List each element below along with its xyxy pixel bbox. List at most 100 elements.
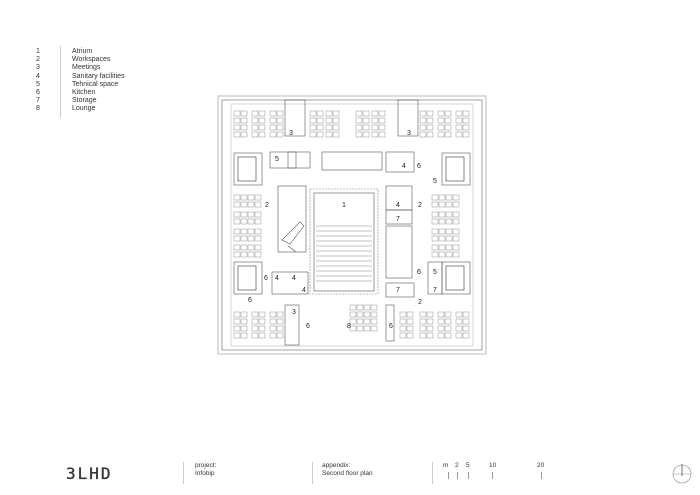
- logo-3lhd: 3LHD: [66, 464, 113, 483]
- footer-divider: [183, 462, 184, 484]
- legend-item: 8 Lounge: [36, 105, 125, 113]
- legend-label: Kitchen: [72, 89, 96, 97]
- desk: [437, 311, 445, 318]
- legend-label: Lounge: [72, 105, 96, 113]
- desk: [452, 251, 460, 258]
- scale-tick: [457, 472, 458, 479]
- desk: [269, 332, 277, 339]
- room-label: 3: [289, 130, 293, 137]
- desk: [269, 311, 277, 318]
- desk: [332, 131, 340, 138]
- desk: [455, 131, 463, 138]
- desk: [325, 110, 333, 117]
- desk: [445, 251, 453, 258]
- desk: [233, 244, 241, 251]
- desk: [247, 251, 255, 258]
- room-label: 6: [389, 323, 393, 330]
- desk: [233, 218, 241, 225]
- desk: [426, 318, 434, 325]
- desk: [309, 131, 317, 138]
- desk: [370, 325, 378, 332]
- legend-number: 7: [36, 97, 40, 105]
- desk: [438, 228, 446, 235]
- desk: [258, 110, 266, 117]
- desk: [247, 211, 255, 218]
- desk: [316, 131, 324, 138]
- plan-walls: [217, 95, 487, 355]
- desk: [445, 194, 453, 201]
- desk: [233, 110, 241, 117]
- room-label: 4: [302, 287, 306, 294]
- room-label: 4: [402, 163, 406, 170]
- desk: [452, 235, 460, 242]
- scale-label: 10: [489, 462, 497, 469]
- desk: [355, 131, 363, 138]
- legend-number: 2: [36, 56, 40, 64]
- desk: [378, 117, 386, 124]
- desk: [247, 194, 255, 201]
- desk: [332, 124, 340, 131]
- desk: [251, 131, 259, 138]
- room-label: 4: [275, 275, 279, 282]
- desk: [332, 117, 340, 124]
- room-label: 6: [248, 297, 252, 304]
- desk: [437, 117, 445, 124]
- desk: [437, 131, 445, 138]
- desk: [462, 117, 470, 124]
- room-label: 7: [396, 216, 400, 223]
- desk: [349, 325, 357, 332]
- scale-unit: m: [443, 462, 449, 469]
- desk: [356, 304, 364, 311]
- desk: [233, 325, 241, 332]
- room-label: 6: [264, 275, 268, 282]
- desk: [251, 311, 259, 318]
- scale-tick: [541, 472, 542, 479]
- desk: [431, 201, 439, 208]
- desk: [419, 325, 427, 332]
- desk: [445, 211, 453, 218]
- desk: [276, 311, 284, 318]
- desk: [445, 228, 453, 235]
- desk: [419, 117, 427, 124]
- scale-tick: [448, 472, 449, 479]
- desk: [233, 131, 241, 138]
- desk: [419, 110, 427, 117]
- room-label: 3: [407, 130, 411, 137]
- desk: [455, 325, 463, 332]
- desk: [258, 117, 266, 124]
- desk: [378, 131, 386, 138]
- desk: [356, 311, 364, 318]
- desk: [371, 124, 379, 131]
- desk: [455, 110, 463, 117]
- desk: [240, 194, 248, 201]
- desk: [240, 211, 248, 218]
- desk: [251, 325, 259, 332]
- room-label: 1: [342, 202, 346, 209]
- desk: [362, 117, 370, 124]
- desk: [269, 117, 277, 124]
- desk: [426, 117, 434, 124]
- desk: [233, 311, 241, 318]
- north-arrow-icon: [672, 464, 692, 484]
- legend-number: 8: [36, 105, 40, 113]
- desk: [431, 218, 439, 225]
- desk: [233, 211, 241, 218]
- desk: [378, 110, 386, 117]
- legend-number: 6: [36, 89, 40, 97]
- desk: [316, 124, 324, 131]
- desk: [309, 124, 317, 131]
- project-value: Infobip: [195, 470, 215, 477]
- desk: [349, 304, 357, 311]
- desk: [233, 117, 241, 124]
- desk: [251, 332, 259, 339]
- desk: [362, 124, 370, 131]
- scale-tick: [468, 472, 469, 479]
- desk: [452, 194, 460, 201]
- legend-label: Sanitary facilities: [72, 72, 125, 80]
- desk: [356, 318, 364, 325]
- desk: [240, 244, 248, 251]
